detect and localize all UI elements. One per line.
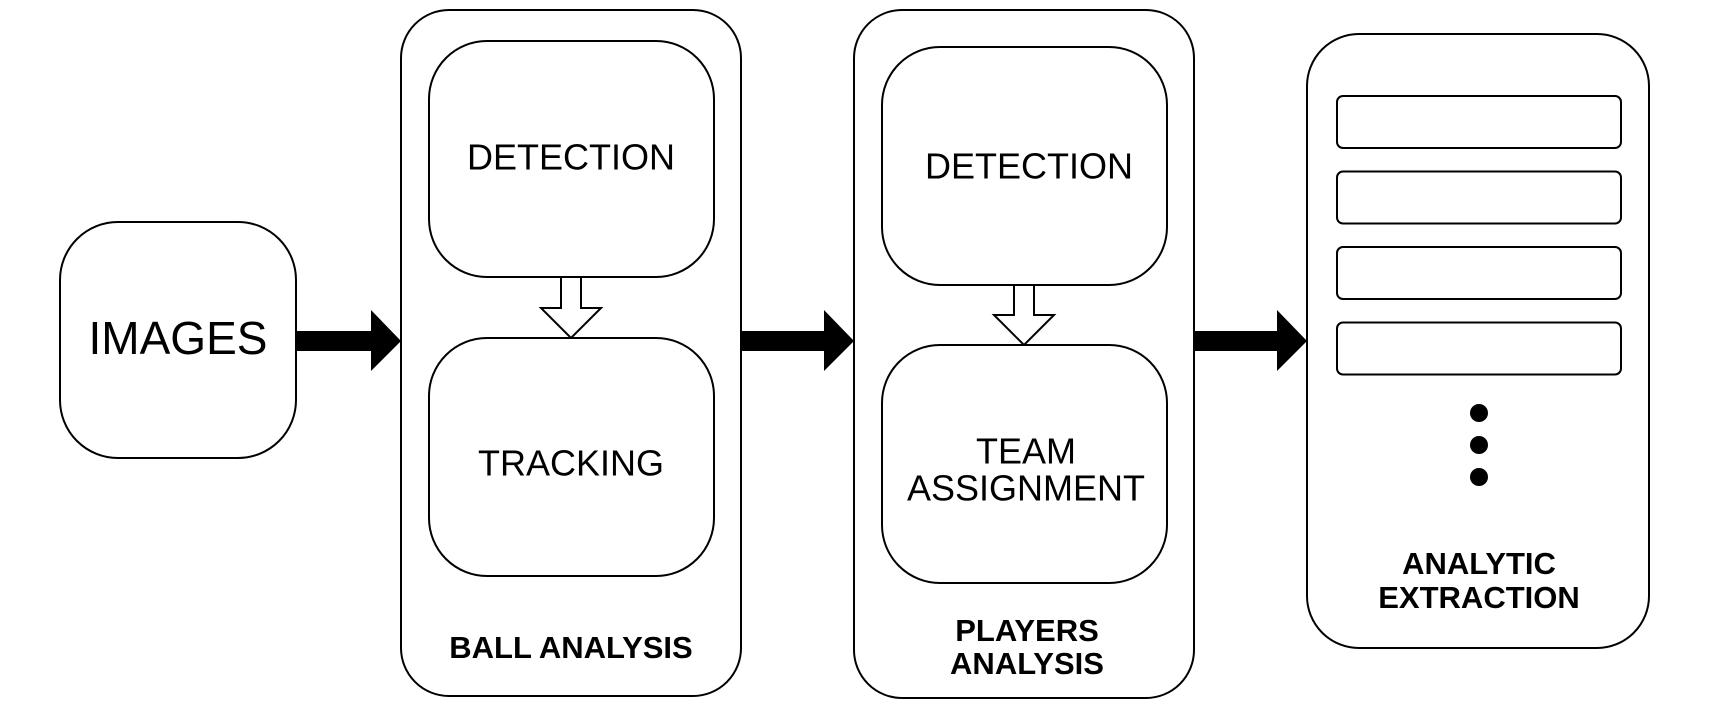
ellipsis-dots [1470, 404, 1488, 486]
analytic-slot [1336, 170, 1622, 225]
analytic-extraction-title-line-2: EXTRACTION [1378, 580, 1580, 615]
ellipsis-dot [1470, 468, 1488, 486]
ball-tracking-box [428, 337, 715, 577]
analytic-extraction-panel: ANALYTIC EXTRACTION [1306, 33, 1650, 649]
players-analysis-title-line-1: PLAYERS [955, 613, 1099, 648]
ellipsis-dot [1470, 436, 1488, 454]
flow-arrow-1 [296, 310, 401, 371]
flow-arrow-2 [741, 310, 854, 371]
images-node: IMAGES [59, 221, 297, 459]
team-assignment-line-1: TEAM [976, 431, 1076, 472]
ball-analysis-panel: DETECTION TRACKING BALL ANALYSIS [400, 9, 742, 697]
ball-tracking-label: TRACKING [478, 443, 664, 484]
analytic-slot [1336, 246, 1622, 300]
ball-step-arrow [538, 276, 604, 340]
players-analysis-title-line-2: ANALYSIS [950, 646, 1104, 681]
ellipsis-dot [1470, 404, 1488, 422]
team-assignment-box [881, 344, 1168, 584]
images-label: IMAGES [89, 312, 268, 364]
team-assignment-line-2: ASSIGNMENT [907, 468, 1145, 509]
players-analysis-panel: DETECTION TEAM ASSIGNMENT PLAYERS ANALYS… [853, 9, 1195, 699]
players-detection-label: DETECTION [925, 146, 1133, 187]
analytic-extraction-title-line-1: ANALYTIC [1402, 546, 1556, 581]
analytic-slot [1336, 321, 1622, 376]
flow-arrow-3 [1194, 310, 1307, 371]
analytic-slots [1336, 95, 1622, 376]
ball-analysis-title: BALL ANALYSIS [449, 630, 692, 665]
ball-detection-label: DETECTION [467, 137, 675, 178]
analytic-slot [1336, 95, 1622, 149]
players-step-arrow [991, 284, 1057, 347]
